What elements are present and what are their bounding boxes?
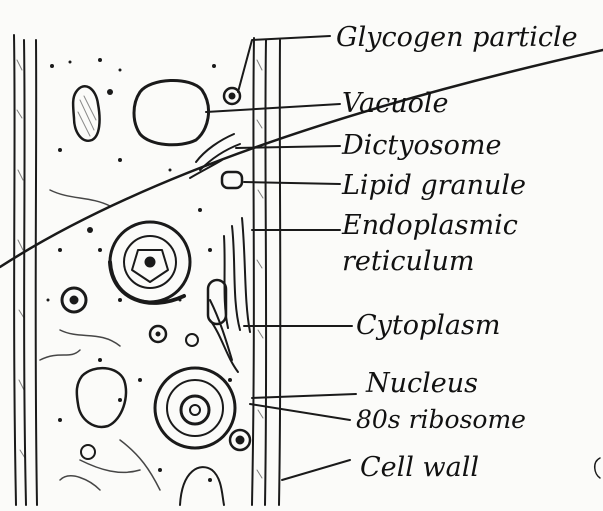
label-cytoplasm: Cytoplasm	[356, 310, 501, 341]
vacuole	[134, 80, 209, 144]
label-lipid-granule: Lipid granule	[341, 170, 526, 201]
cell-wall-bottom	[180, 467, 224, 505]
nucleus	[155, 368, 235, 448]
label-vacuole: Vacuole	[342, 88, 449, 119]
lower-vacuole	[77, 368, 126, 427]
lipid-granule	[222, 172, 242, 188]
label-glycogen-particle: Glycogen particle	[336, 22, 578, 53]
margin-mark	[595, 458, 600, 478]
endoplasmic-reticulum	[210, 218, 250, 372]
cell-wall-left	[14, 35, 37, 505]
label-endoplasmic: Endoplasmic	[341, 210, 518, 241]
cytoplasm-texture	[40, 190, 160, 490]
label-dictyosome: Dictyosome	[341, 130, 501, 161]
label-cell-wall: Cell wall	[360, 452, 479, 483]
cell-wall-shading	[17, 60, 263, 478]
label-80s-ribosome: 80s ribosome	[356, 405, 526, 434]
dictyosome-stack	[110, 222, 190, 303]
label-nucleus: Nucleus	[365, 368, 478, 399]
label-reticulum: reticulum	[342, 246, 475, 277]
